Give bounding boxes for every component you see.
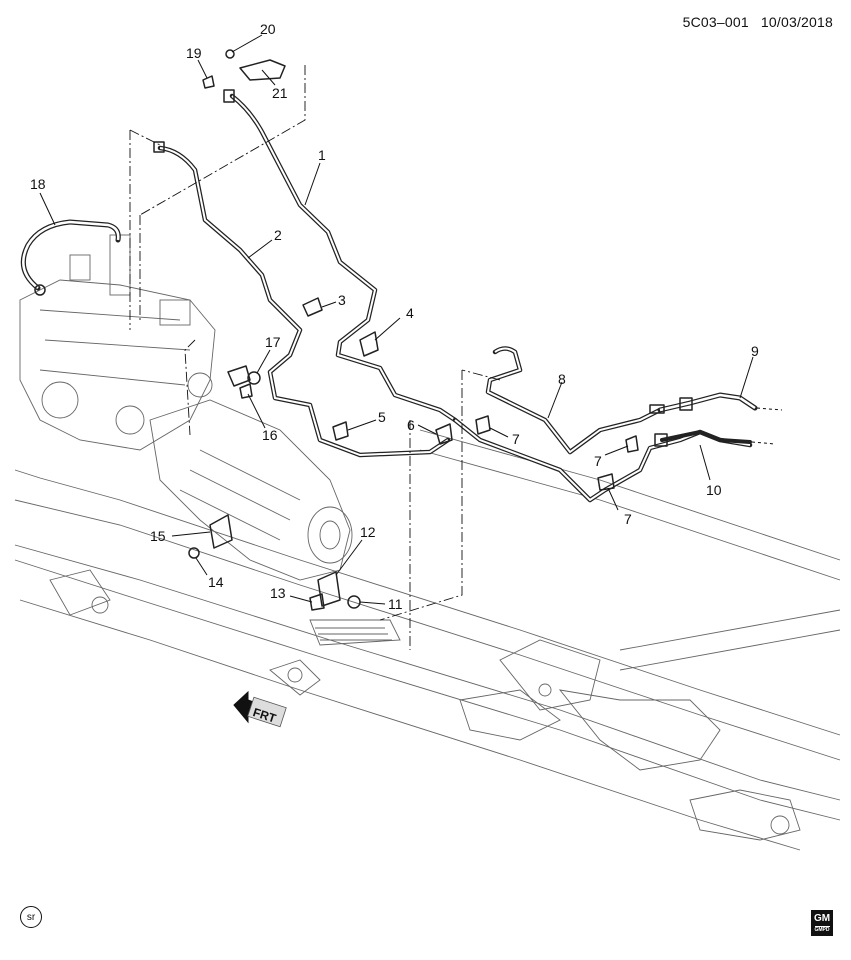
sr-logo-text: sr [26, 911, 36, 923]
callout-11: 11 [388, 596, 403, 612]
callout-7b: 7 [594, 453, 602, 469]
callout-21: 21 [272, 85, 288, 101]
callout-labels: 1 2 3 4 5 6 7 7 7 8 9 10 11 12 13 14 15 … [30, 21, 759, 612]
callout-1: 1 [318, 147, 326, 163]
callout-5: 5 [378, 409, 386, 425]
gm-logo-subtext: GMPD [814, 925, 830, 933]
callout-19: 19 [186, 45, 202, 61]
part-7-clip-b [625, 435, 639, 453]
callout-4: 4 [406, 305, 414, 321]
diagram-header: 5C03–001 10/03/2018 [675, 14, 833, 30]
part-9-hose [649, 392, 783, 414]
gm-logo-text: GM [813, 912, 831, 924]
gm-logo: GM GMPD [811, 910, 833, 936]
part-19-clip [202, 75, 215, 89]
part-6-clip [435, 423, 453, 445]
part-5-clip [332, 421, 349, 441]
part-21-bracket [239, 59, 286, 81]
vehicle-frame [14, 429, 841, 851]
callout-6: 6 [407, 417, 415, 433]
part-4-clip [359, 331, 379, 357]
part-10-hose [654, 430, 776, 447]
callout-18: 18 [30, 176, 46, 192]
part-12-bracket [317, 571, 341, 607]
part-18-cooler-hose [20, 219, 121, 296]
part-14-nut [188, 547, 200, 559]
part-1-cooler-line [229, 93, 458, 423]
front-direction-marker: FRT [233, 690, 287, 728]
callout-8: 8 [558, 371, 566, 387]
callout-2: 2 [274, 227, 282, 243]
diagram-code: 5C03–001 [682, 14, 749, 30]
part-3-clip [302, 297, 323, 317]
part-16-bracket [227, 365, 251, 387]
callout-7a: 7 [512, 431, 520, 447]
sr-logo: sr [20, 906, 42, 928]
transmission-assembly [149, 372, 353, 581]
callout-14: 14 [208, 574, 224, 590]
part-20-nut [225, 49, 235, 59]
callout-17: 17 [265, 334, 281, 350]
diagram-date: 10/03/2018 [760, 14, 833, 30]
clips-brackets [188, 49, 639, 611]
engine-assembly [19, 234, 216, 451]
callout-12: 12 [360, 524, 376, 540]
callout-15: 15 [150, 528, 166, 544]
alignment-lines [129, 65, 501, 650]
part-15-bracket [209, 514, 233, 549]
callout-7c: 7 [624, 511, 632, 527]
part-7-clip-c [597, 473, 615, 491]
callout-10: 10 [706, 482, 722, 498]
part-7-clip-a [475, 415, 491, 435]
part-13-clip [309, 593, 325, 611]
part-17-nut [247, 371, 261, 385]
part-8-cooler-line [485, 346, 663, 455]
leader-lines [39, 34, 754, 605]
part-2-cooler-line [153, 141, 451, 458]
callout-20: 20 [260, 21, 276, 37]
callout-9: 9 [751, 343, 759, 359]
callout-13: 13 [270, 585, 286, 601]
callout-16: 16 [262, 427, 278, 443]
callout-3: 3 [338, 292, 346, 308]
